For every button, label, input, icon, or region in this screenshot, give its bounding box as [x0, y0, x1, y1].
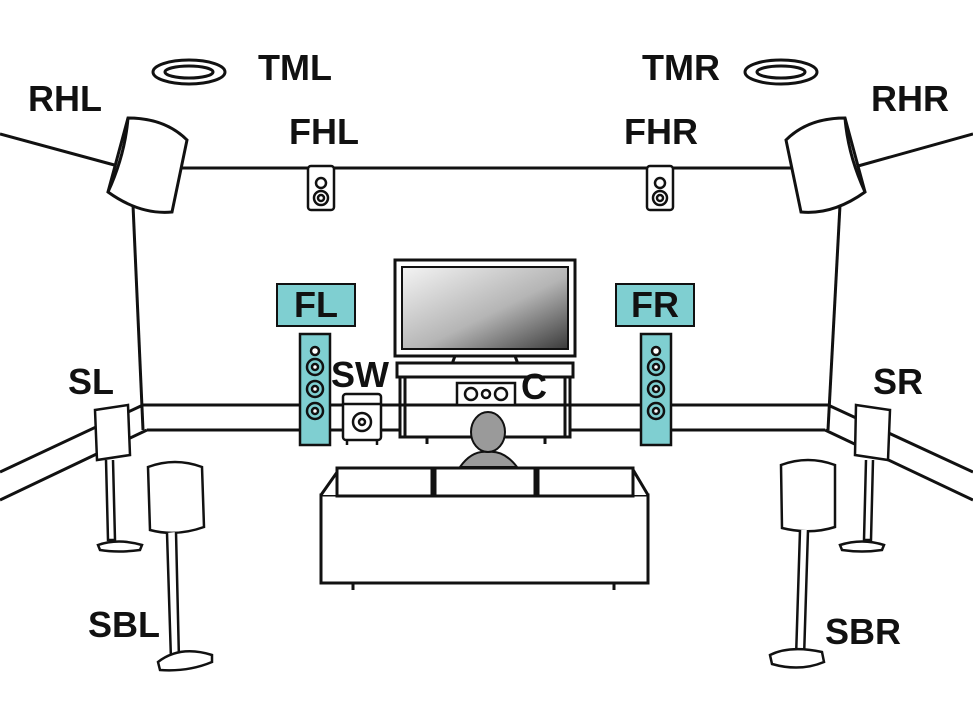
sw-speaker-icon: [341, 392, 383, 445]
sofa: [319, 466, 650, 590]
c-speaker-icon: [455, 381, 517, 407]
c-label: C: [521, 366, 547, 407]
tv-icon: [393, 258, 577, 366]
fhl-label: FHL: [289, 111, 359, 152]
tmr-label: TMR: [642, 47, 720, 88]
rhl-label: RHL: [28, 78, 102, 119]
sr-speaker-icon: [838, 403, 892, 553]
sw-label: SW: [331, 354, 389, 395]
rhr-label: RHR: [871, 78, 949, 119]
fl-label-badge: FL: [276, 283, 356, 327]
sbr-label: SBR: [825, 611, 902, 652]
listener-icon: [458, 411, 520, 468]
fr-speaker-icon: [639, 332, 673, 447]
fhl-speaker-icon: [306, 164, 336, 212]
fr-label-badge: FR: [615, 283, 695, 327]
sl-speaker-icon: [93, 403, 144, 553]
rhl-speaker-icon: [106, 116, 189, 214]
tmr-speaker-icon: [743, 58, 819, 86]
fhr-speaker-icon: [645, 164, 675, 212]
tml-label: TML: [258, 47, 332, 88]
rhr-speaker-icon: [784, 116, 867, 214]
sbl-speaker-icon: [146, 460, 214, 672]
sbl-label: SBL: [88, 604, 160, 645]
tml-speaker-icon: [151, 58, 227, 86]
fhr-label: FHR: [624, 111, 698, 152]
sl-label: SL: [68, 361, 115, 402]
sbr-speaker-icon: [768, 458, 837, 669]
fl-speaker-icon: [298, 332, 332, 447]
sr-label: SR: [873, 361, 924, 402]
